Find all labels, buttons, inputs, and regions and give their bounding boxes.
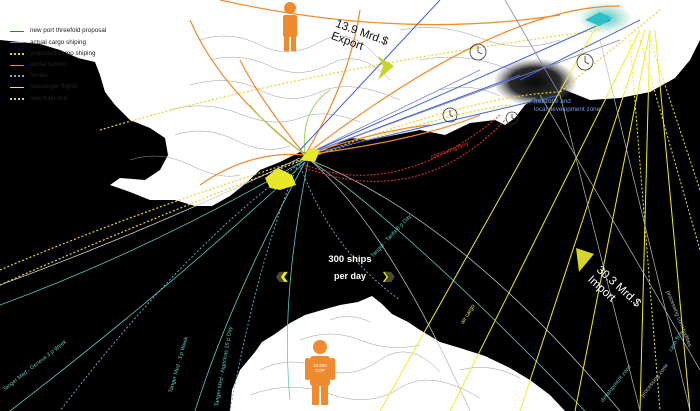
legend-swatch (10, 75, 24, 78)
legend-swatch (10, 42, 24, 44)
legend-label: new port threefold proposal (30, 27, 107, 35)
port-terminal-icon (300, 148, 320, 162)
person-caption: 12.600 GDP (313, 363, 327, 373)
legend-item: social factors (10, 60, 180, 71)
import-arrow-icon (576, 248, 594, 272)
legend-swatch (10, 31, 24, 33)
legend-label: actual cargo shiping (30, 38, 87, 46)
legend-swatch (10, 64, 24, 66)
social-factor-lines (189, 0, 621, 186)
legend-item: passenger flights (10, 82, 180, 93)
legend-swatch (10, 97, 24, 100)
legend-label: passenger flights (30, 83, 78, 91)
clock-icon (469, 43, 487, 61)
export-arrow-icon (378, 56, 394, 80)
actual-cargo-lines (304, 0, 621, 156)
train-lines (249, 89, 331, 156)
clock-icon (576, 53, 594, 71)
map-legend: new port threefold proposal actual cargo … (10, 26, 180, 104)
legend-item: ferries (10, 71, 180, 82)
legend-swatch (10, 87, 24, 89)
lower-landmass (230, 296, 565, 411)
legend-label: proposed cargo shiping (30, 49, 96, 57)
port-terminal-icon (265, 168, 296, 190)
freezone-label: freezone and local development zone (534, 98, 601, 113)
port-terminal-icon (585, 12, 612, 26)
person-icon (305, 340, 335, 405)
legend-label: new train line (30, 94, 68, 102)
white-flow-lines (539, 39, 700, 411)
clock-icon (505, 111, 519, 125)
ferry-routes (59, 159, 401, 411)
clock-icon (442, 107, 458, 123)
shipping-curves (0, 157, 621, 411)
legend-item: new port threefold proposal (10, 26, 180, 37)
legend-item: proposed cargo shiping (10, 48, 180, 59)
legend-item: actual cargo shiping (10, 37, 180, 48)
freezone-glow (493, 58, 577, 106)
import-dotted-lines (629, 39, 700, 411)
person-icon (283, 2, 297, 51)
legend-item: new train line (10, 93, 180, 104)
ships-per-day-label: 300 ships per day (328, 254, 372, 281)
legend-label: ferries (30, 72, 48, 80)
commuting-routes (304, 114, 506, 182)
legend-swatch (10, 52, 24, 55)
proposed-cargo-routes (0, 9, 661, 286)
passenger-flight-lines (379, 19, 691, 411)
legend-label: social factors (30, 61, 67, 68)
upper-landmass (0, 0, 700, 206)
